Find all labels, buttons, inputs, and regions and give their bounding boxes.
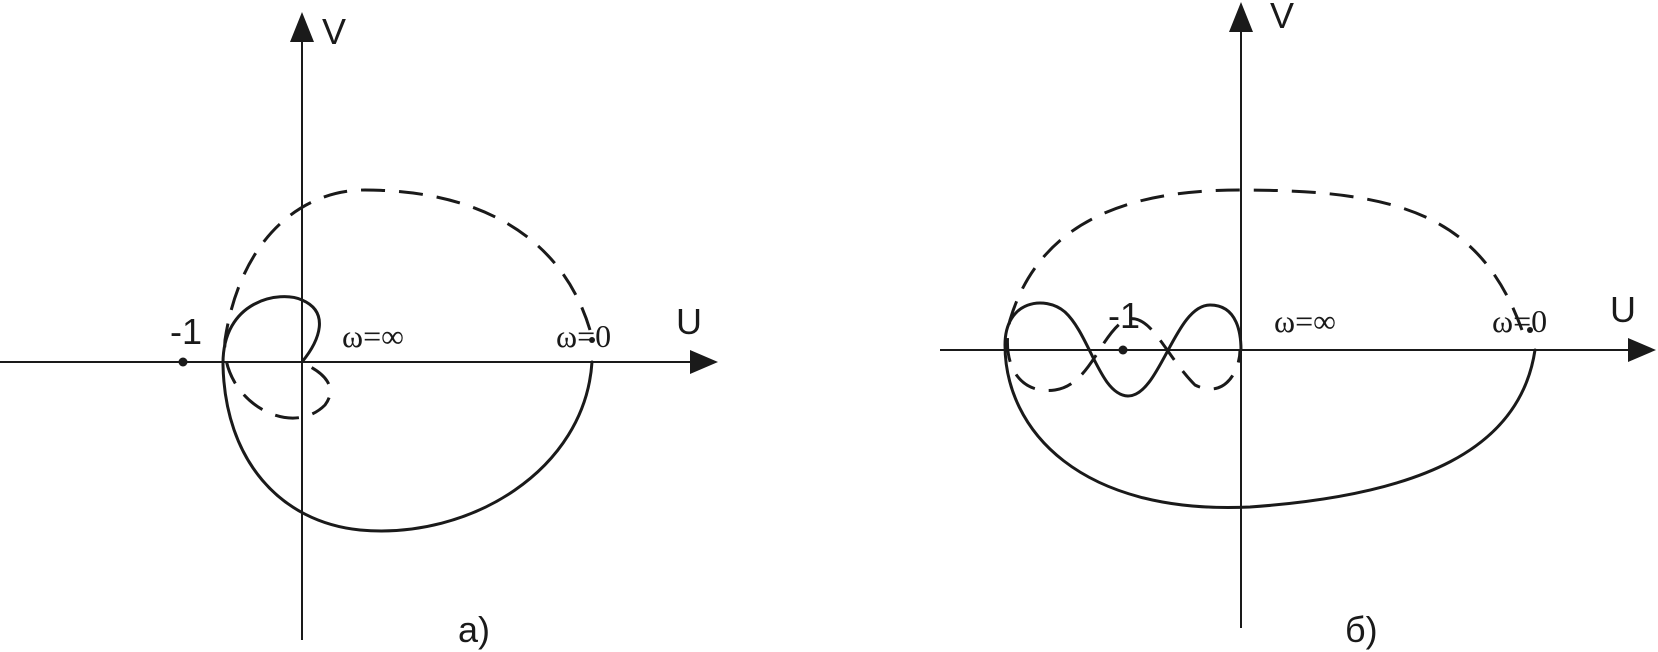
panel-a-v-label: V: [322, 11, 346, 52]
panel-b-omega-zero-label: ω=0: [1492, 303, 1547, 339]
panel-a-omega-zero-label: ω=0: [556, 318, 611, 354]
panel-a-solid-curve: [221, 295, 594, 533]
panel-b-caption: б): [1345, 609, 1378, 650]
panel-a-omega-inf-label: ω=∞: [342, 318, 404, 354]
panel-b-v-arrow: [1229, 2, 1253, 32]
panel-b-point-label: -1: [1108, 295, 1140, 336]
panel-b-omega-inf-label: ω=∞: [1274, 303, 1336, 339]
panel-a-u-arrow: [690, 350, 718, 374]
panel-b-solid-curve: [1003, 301, 1537, 510]
panel-a-point-label: -1: [170, 311, 202, 352]
panel-a-omega-zero-point: [589, 337, 595, 343]
panel-b: V U -1 ω=∞ ω=0 б): [940, 0, 1656, 650]
panel-b-dashed-curve: [1005, 188, 1524, 393]
panel-a-u-label: U: [676, 301, 702, 342]
panel-a-critical-point: [178, 357, 188, 367]
panel-b-omega-zero-point: [1527, 327, 1533, 333]
panel-a-caption: а): [458, 609, 490, 650]
panel-a-dashed-curve: [223, 188, 592, 420]
panel-a-v-arrow: [290, 12, 314, 42]
panel-b-u-label: U: [1610, 289, 1636, 330]
panel-b-critical-point: [1118, 345, 1128, 355]
panel-b-u-arrow: [1628, 338, 1656, 362]
panel-b-v-label: V: [1270, 0, 1294, 36]
panel-a: V U -1 ω=∞ ω=0 а): [0, 11, 718, 650]
